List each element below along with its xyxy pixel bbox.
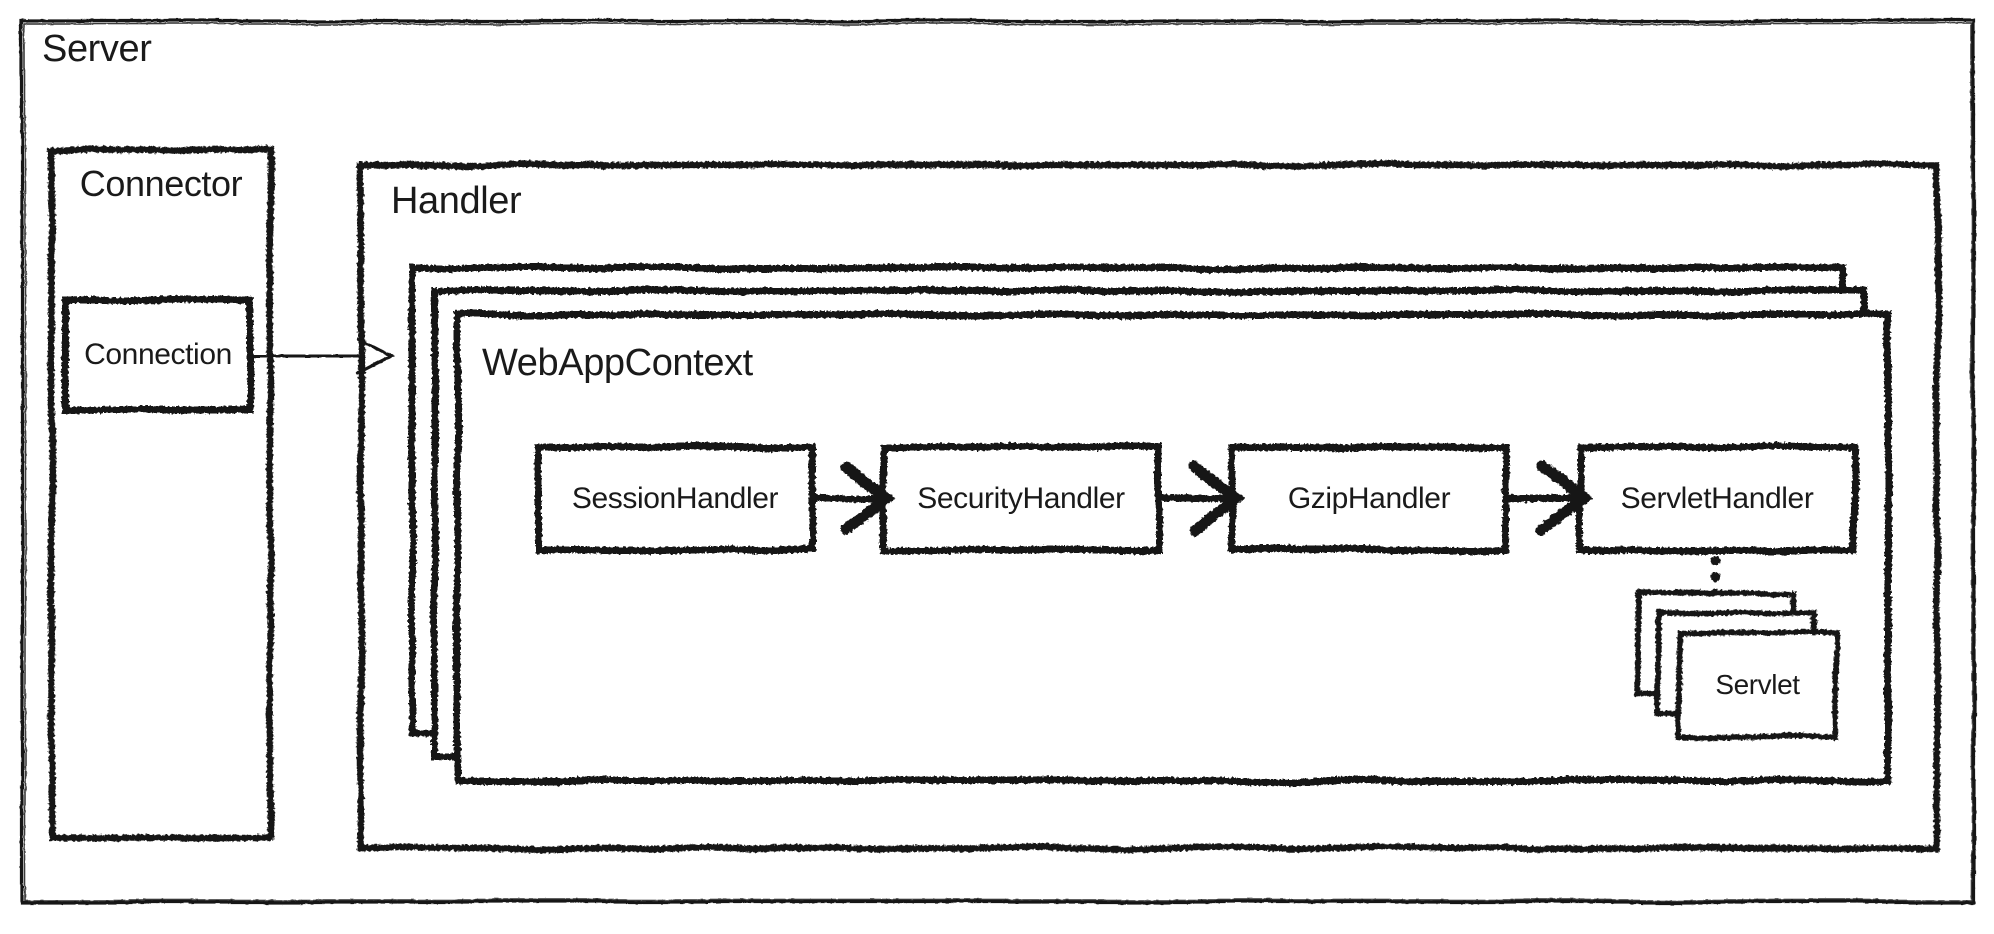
securityhandler-label: SecurityHandler — [917, 481, 1125, 515]
connection-box — [62, 296, 254, 414]
servlet-label: Servlet — [1715, 669, 1800, 700]
connection-label: Connection — [84, 338, 232, 371]
sessionhandler-box — [534, 443, 816, 554]
connector-label: Connector — [79, 163, 243, 204]
server-label: Server — [42, 28, 152, 70]
connector-box — [48, 146, 274, 842]
server-box — [20, 19, 1976, 904]
servlethandler-label: ServletHandler — [1620, 481, 1814, 515]
handler-label: Handler — [391, 180, 522, 222]
chain-arrow-session-to-security — [811, 460, 898, 536]
gziphandler-label: GzipHandler — [1287, 481, 1451, 515]
servlet-stack-box-front — [1676, 630, 1839, 740]
webappcontext-label: WebAppContext — [482, 342, 753, 384]
chain-arrow-gzip-to-servlet — [1505, 460, 1594, 536]
chain-arrow-security-to-gzip — [1157, 460, 1246, 536]
sessionhandler-label: SessionHandler — [571, 481, 779, 515]
connection-to-handler-arrow — [250, 337, 395, 375]
connection-arrowhead-icon — [356, 337, 395, 375]
server-box-second-stroke — [24, 23, 1973, 901]
